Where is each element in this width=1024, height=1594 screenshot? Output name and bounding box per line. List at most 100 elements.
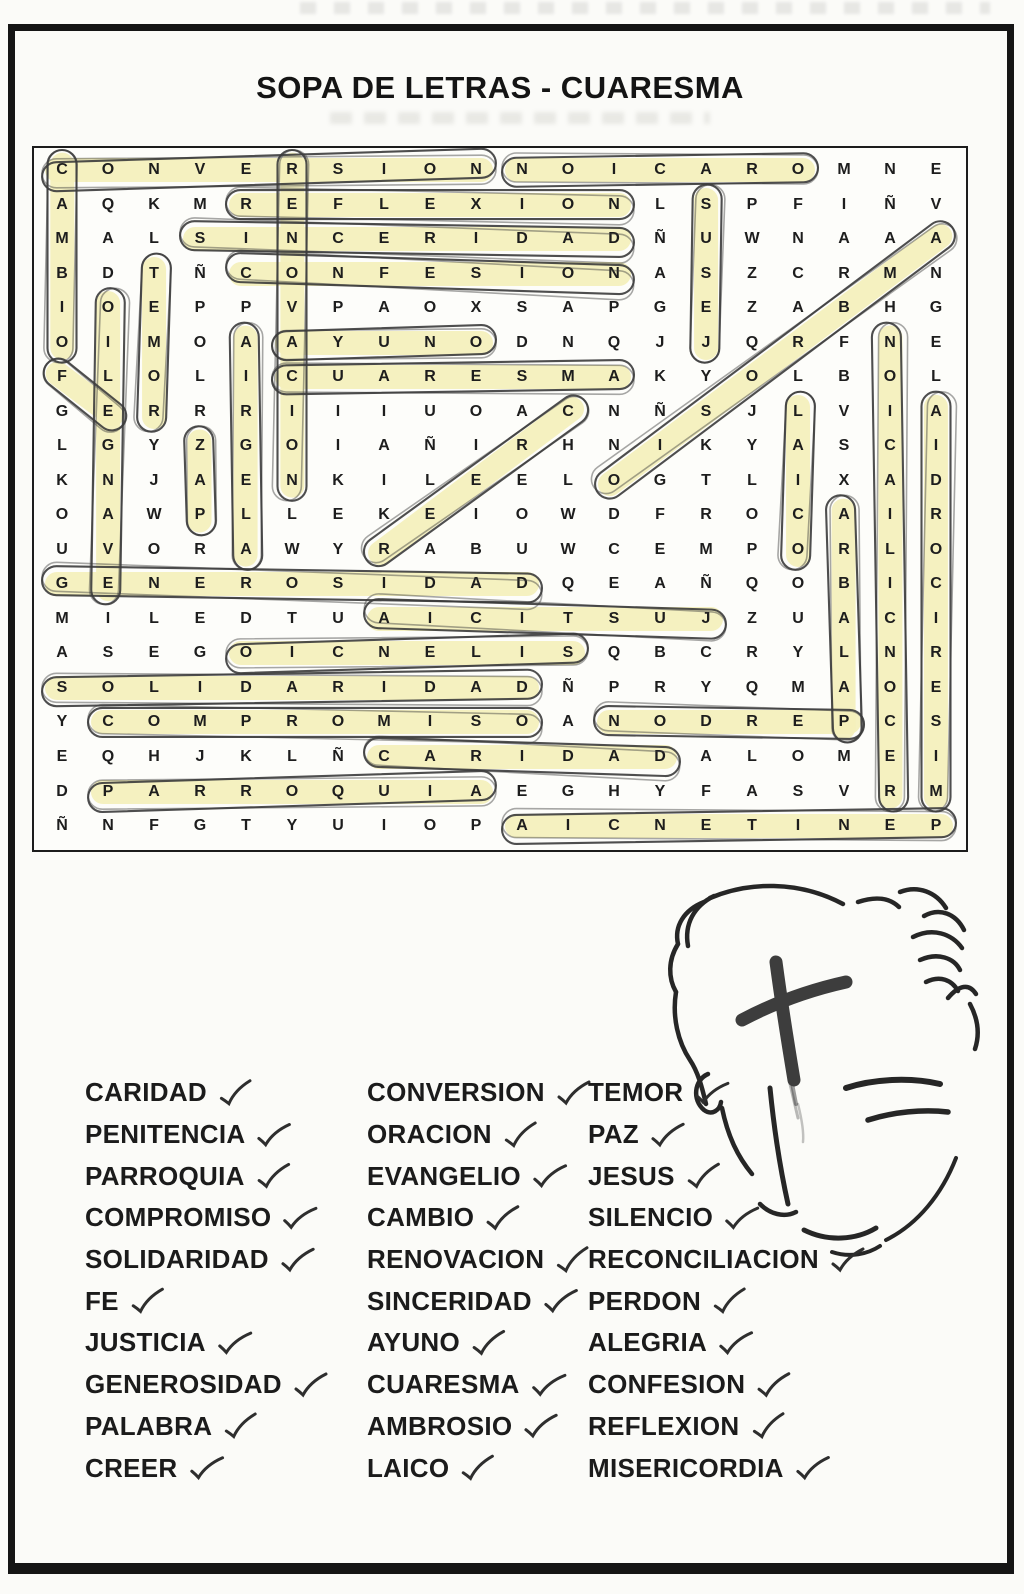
grid-letter: L — [563, 471, 573, 489]
grid-letter: O — [515, 713, 529, 731]
grid-letter: S — [608, 609, 620, 627]
grid-letter: Ñ — [562, 678, 574, 696]
word-list-item: MISERICORDIA — [588, 1447, 867, 1489]
grid-letter: A — [286, 333, 298, 351]
grid-letter: L — [195, 368, 205, 386]
grid-letter: O — [469, 402, 483, 420]
grid-letter: I — [841, 195, 847, 213]
word-label: COMPROMISO — [85, 1202, 272, 1233]
grid-letter: A — [102, 230, 114, 248]
grid-letter: D — [516, 678, 528, 696]
grid-letter: R — [424, 230, 436, 248]
grid-letter: O — [561, 161, 575, 178]
grid-letter: X — [470, 299, 482, 317]
grid-letter: R — [286, 713, 298, 731]
grid-letter: N — [516, 161, 528, 178]
word-label: SILENCIO — [588, 1202, 714, 1233]
grid-letter: R — [930, 506, 942, 524]
handwritten-checkmark-icon — [544, 1289, 578, 1314]
grid-letter: O — [55, 506, 69, 524]
grid-letter: P — [102, 782, 114, 800]
grid-letter: A — [562, 713, 574, 731]
grid-letter: A — [424, 540, 436, 558]
grid-letter: Y — [746, 437, 758, 455]
grid-letter: C — [884, 609, 896, 627]
grid-letter: D — [424, 575, 436, 593]
word-label: CREER — [85, 1452, 178, 1483]
word-label: SINCERIDAD — [367, 1285, 532, 1316]
grid-letter: M — [699, 540, 713, 558]
word-label: REFLEXION — [588, 1410, 740, 1441]
grid-letter: C — [470, 609, 482, 627]
grid-letter: E — [332, 506, 344, 524]
grid-letter: Y — [700, 678, 712, 696]
grid-letter: W — [560, 506, 576, 524]
word-label: AYUNO — [367, 1327, 461, 1358]
word-list-item: PERDON — [588, 1280, 867, 1322]
grid-letter: A — [608, 748, 620, 765]
handwritten-checkmark-icon — [189, 1456, 224, 1481]
grid-letter: I — [59, 299, 65, 317]
grid-letter: U — [332, 609, 344, 627]
grid-letter: G — [193, 817, 207, 835]
grid-letter: Y — [56, 713, 68, 731]
grid-letter: E — [470, 368, 482, 386]
word-label: SOLIDARIDAD — [85, 1244, 269, 1275]
grid-letter: O — [791, 161, 805, 178]
grid-letter: E — [56, 748, 68, 765]
grid-letter: R — [746, 644, 758, 662]
grid-letter: P — [838, 713, 850, 731]
grid-letter: Ñ — [194, 264, 206, 282]
handwritten-checkmark-icon — [225, 1412, 257, 1440]
grid-letter: O — [745, 506, 759, 524]
grid-letter: A — [838, 506, 850, 524]
grid-letter: Z — [747, 299, 757, 317]
grid-letter: J — [195, 748, 205, 765]
grid-letter: K — [378, 506, 390, 524]
grid-letter: P — [332, 299, 344, 317]
grid-letter: C — [332, 230, 344, 248]
grid-letter: F — [655, 506, 665, 524]
grid-letter: A — [240, 540, 252, 558]
grid-letter: R — [378, 540, 390, 558]
grid-letter: A — [424, 748, 436, 765]
grid-letter: R — [470, 748, 482, 765]
word-label: ORACION — [367, 1119, 492, 1150]
grid-letter: V — [838, 782, 850, 800]
grid-letter: I — [887, 402, 893, 420]
grid-letter: R — [194, 402, 206, 420]
grid-letter: O — [423, 161, 437, 178]
word-list-item: SILENCIO — [588, 1197, 867, 1239]
grid-letter: N — [286, 230, 298, 248]
grid-letter: R — [240, 575, 252, 593]
grid-letter: L — [747, 471, 757, 489]
grid-letter: A — [608, 368, 620, 386]
grid-letter: O — [55, 333, 69, 351]
grid-letter: G — [193, 644, 207, 662]
grid-letter: O — [745, 368, 759, 386]
handwritten-checkmark-icon — [695, 1081, 730, 1105]
grid-letter: E — [194, 609, 206, 627]
grid-letter: I — [611, 161, 617, 178]
grid-letter: I — [381, 402, 387, 420]
grid-letter: D — [516, 333, 528, 351]
grid-letter: B — [470, 540, 482, 558]
word-label: CONFESION — [588, 1369, 746, 1400]
grid-letter: R — [792, 333, 804, 351]
grid-letter: F — [149, 817, 159, 835]
grid-letter: E — [424, 644, 436, 662]
word-list-item: TEMOR — [588, 1072, 867, 1114]
grid-letter: L — [655, 195, 665, 213]
handwritten-checkmark-icon — [533, 1164, 567, 1189]
word-label: PARROQUIA — [85, 1160, 245, 1191]
grid-letter: X — [838, 471, 850, 489]
handwritten-checkmark-icon — [713, 1287, 746, 1315]
grid-letter: O — [607, 471, 621, 489]
grid-letter: U — [378, 782, 390, 800]
grid-letter: P — [608, 678, 620, 696]
grid-letter: O — [791, 748, 805, 765]
grid-letter: L — [885, 540, 895, 558]
word-list-item: SOLIDARIDAD — [85, 1239, 330, 1281]
grid-letter: P — [470, 817, 482, 835]
